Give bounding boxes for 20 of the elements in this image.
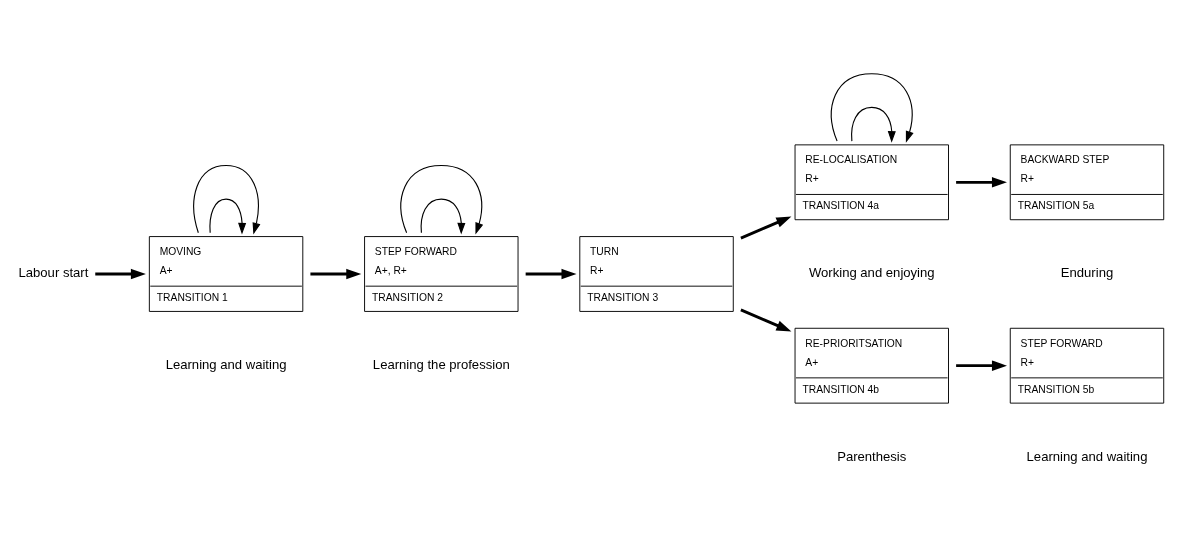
label: Learning and waiting xyxy=(1026,448,1148,464)
label: Enduring xyxy=(1060,265,1114,281)
label: Learning the profession xyxy=(372,357,510,373)
arrow xyxy=(420,198,466,235)
arrow xyxy=(310,268,362,280)
arrow xyxy=(740,216,792,240)
arrow xyxy=(830,73,914,143)
arrow xyxy=(740,308,792,332)
arrow xyxy=(209,198,247,235)
arrow xyxy=(400,164,484,235)
label: Learning and waiting xyxy=(165,357,287,373)
arrow xyxy=(956,360,1007,371)
arrow xyxy=(851,106,896,143)
arrow xyxy=(95,268,146,280)
arrow xyxy=(525,268,577,280)
arrow xyxy=(193,164,261,235)
label: Working and enjoying xyxy=(808,265,935,281)
arrow xyxy=(956,177,1007,188)
node-text: Labour start xyxy=(18,265,89,281)
label: Parenthesis xyxy=(837,448,907,464)
